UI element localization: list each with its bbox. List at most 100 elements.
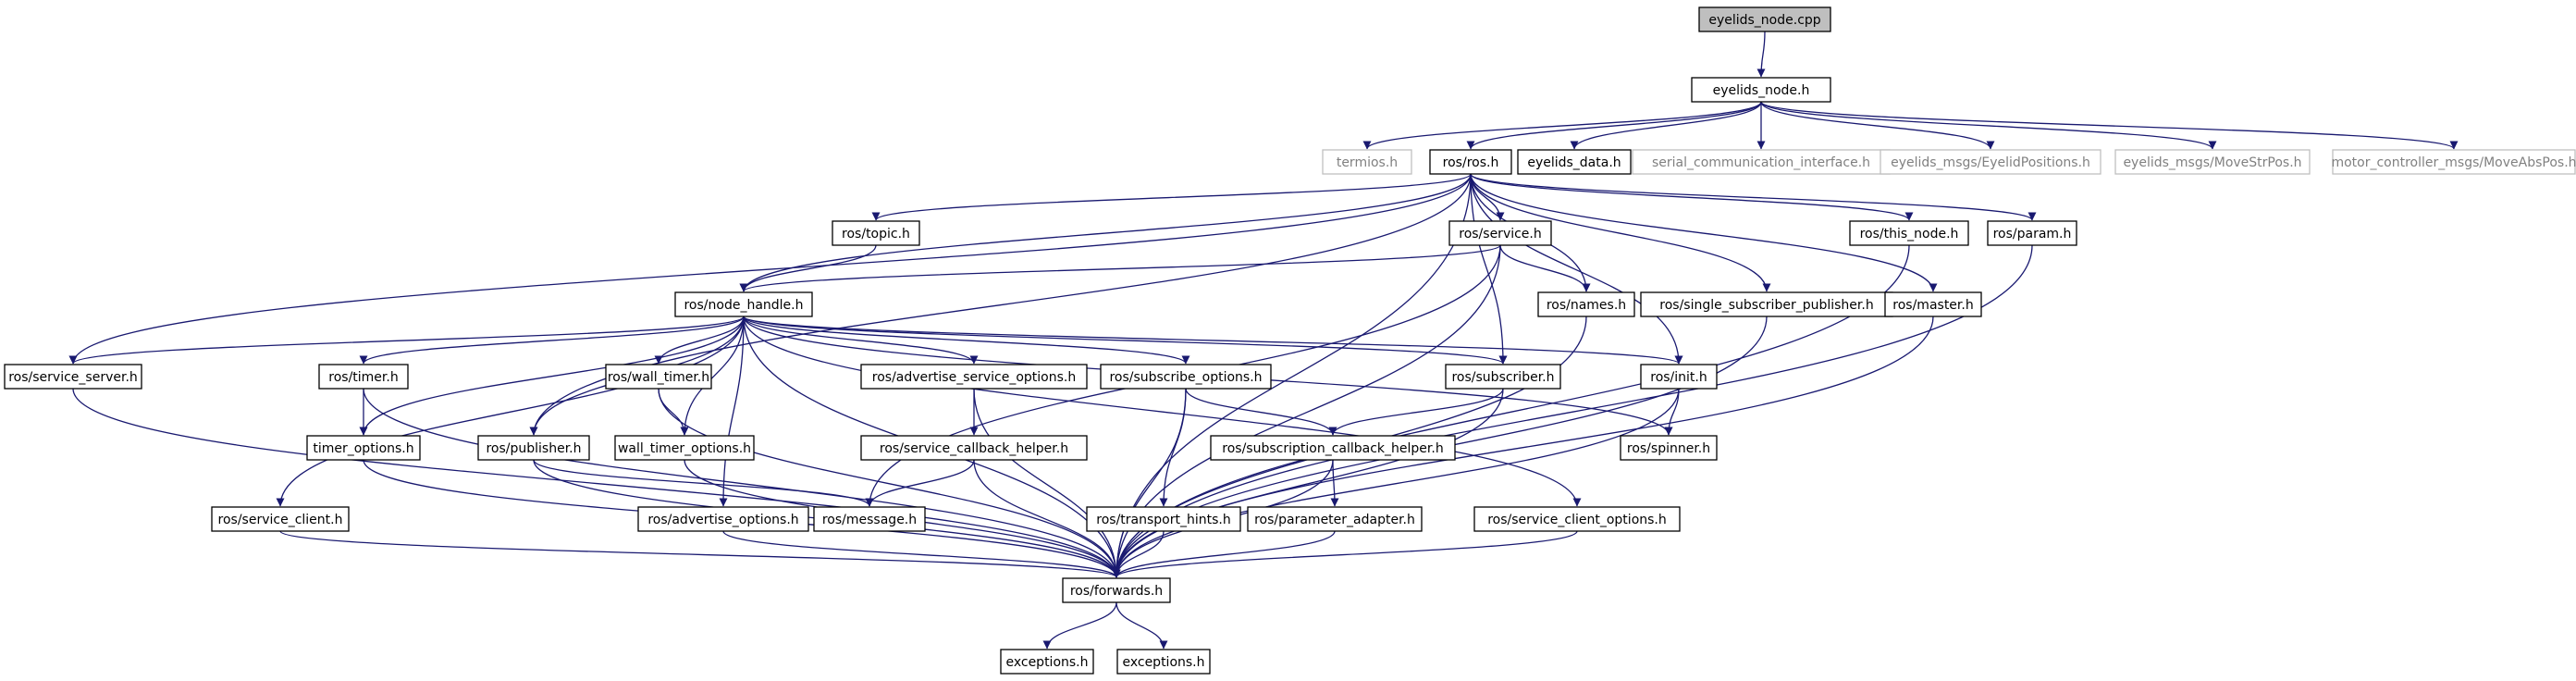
node-ros_adv_service_opts_h[interactable]: ros/advertise_service_options.h xyxy=(860,364,1088,390)
edge-eyelids_node_h-to-eyelids_data_h xyxy=(1570,101,1762,150)
node-box xyxy=(477,435,590,461)
edge-ros_subscriber_h-to-ros_forwards_h xyxy=(1112,388,1504,578)
node-label: ros/topic.h xyxy=(842,227,910,241)
node-ros_spinner_h[interactable]: ros/spinner.h xyxy=(1620,435,1718,461)
node-box xyxy=(1448,220,1552,246)
node-label: ros/advertise_options.h xyxy=(647,513,798,527)
edge-ros_service_client_h-to-ros_forwards_h xyxy=(279,530,1121,578)
node-move_abs_pos_h: motor_controller_msgs/MoveAbsPos.h xyxy=(2331,149,2576,175)
node-label: ros/service_client_options.h xyxy=(1487,513,1667,527)
node-box xyxy=(1086,506,1241,532)
node-label: wall_timer_options.h xyxy=(618,441,751,456)
node-eyelids_node_h[interactable]: eyelids_node.h xyxy=(1691,77,1831,103)
edge-eyelids_node_h-to-eyelid_positions_h xyxy=(1760,101,1995,150)
edge-ros_node_handle_h-to-ros_subscriber_h xyxy=(743,316,1508,365)
edge-ros_service_h-to-ros_node_handle_h xyxy=(739,244,1501,292)
node-ros_service_callback_helper_h[interactable]: ros/service_callback_helper.h xyxy=(860,435,1088,461)
node-box xyxy=(1880,149,2101,175)
edge-ros_node_handle_h-to-ros_service_server_h xyxy=(68,316,745,365)
edge-ros_advertise_opts_h-to-ros_forwards_h xyxy=(722,530,1121,578)
edge-ros_node_handle_h-to-ros_service_client_h xyxy=(276,316,745,507)
node-ros_service_h[interactable]: ros/service.h xyxy=(1448,220,1552,246)
node-label: ros/node_handle.h xyxy=(684,298,803,313)
node-termios_h: termios.h xyxy=(1322,149,1412,175)
node-ros_names_h[interactable]: ros/names.h xyxy=(1537,291,1635,317)
node-timer_options_h[interactable]: timer_options.h xyxy=(306,435,421,461)
node-exceptions_h_1[interactable]: exceptions.h xyxy=(1000,649,1094,675)
node-ros_transport_hints_h[interactable]: ros/transport_hints.h xyxy=(1086,506,1241,532)
node-label: ros/service_callback_helper.h xyxy=(880,441,1068,456)
node-ros_node_handle_h[interactable]: ros/node_handle.h xyxy=(674,291,813,317)
node-box xyxy=(1620,435,1718,461)
edge-ros_forwards_h-to-exceptions_h_1 xyxy=(1042,601,1117,650)
node-ros_service_client_h[interactable]: ros/service_client.h xyxy=(211,506,350,532)
node-label: eyelids_node.cpp xyxy=(1708,13,1820,28)
node-label: ros/advertise_service_options.h xyxy=(872,370,1076,385)
node-label: ros/wall_timer.h xyxy=(608,370,709,385)
node-eyelids_node_cpp[interactable]: eyelids_node.cpp xyxy=(1698,6,1831,32)
edge-ros_publisher_h-to-ros_message_h xyxy=(533,459,874,507)
edge-ros_ros_h-to-ros_service_server_h xyxy=(68,173,1472,365)
edge-ros_wall_timer_h-to-ros_forwards_h xyxy=(658,388,1121,578)
node-ros_forwards_h[interactable]: ros/forwards.h xyxy=(1062,577,1171,603)
node-ros_service_client_opts_h[interactable]: ros/service_client_options.h xyxy=(1473,506,1681,532)
node-label: serial_communication_interface.h xyxy=(1652,155,1870,170)
edge-ros_ros_h-to-ros_publisher_h xyxy=(529,173,1472,436)
node-label: eyelids_node.h xyxy=(1713,83,1810,98)
node-box xyxy=(1537,291,1635,317)
edge-ros_node_handle_h-to-ros_timer_h xyxy=(359,316,745,365)
node-ros_message_h[interactable]: ros/message.h xyxy=(813,506,926,532)
node-box xyxy=(1884,291,1982,317)
node-label: exceptions.h xyxy=(1005,655,1088,670)
node-ros_wall_timer_h[interactable]: ros/wall_timer.h xyxy=(605,364,712,390)
node-ros_init_h[interactable]: ros/init.h xyxy=(1640,364,1718,390)
edge-ros_subscriber_h-to-ros_subscription_callback_helper_h xyxy=(1328,388,1504,436)
node-ros_timer_h[interactable]: ros/timer.h xyxy=(318,364,409,390)
node-ros_single_sub_pub_h[interactable]: ros/single_subscriber_publisher.h xyxy=(1640,291,1893,317)
node-box xyxy=(1691,77,1831,103)
edge-eyelids_node_h-to-termios_h xyxy=(1362,101,1762,150)
edge-ros_forwards_h-to-exceptions_h_2 xyxy=(1115,601,1168,650)
node-ros_subscriber_h[interactable]: ros/subscriber.h xyxy=(1445,364,1561,390)
node-serial_comm_h: serial_communication_interface.h xyxy=(1632,149,1891,175)
node-eyelids_data_h[interactable]: eyelids_data.h xyxy=(1517,149,1632,175)
node-ros_service_server_h[interactable]: ros/service_server.h xyxy=(4,364,142,390)
node-ros_param_h[interactable]: ros/param.h xyxy=(1987,220,2077,246)
edge-ros_timer_h-to-ros_forwards_h xyxy=(363,388,1121,578)
edge-ros_node_handle_h-to-ros_init_h xyxy=(743,316,1683,365)
node-box xyxy=(1445,364,1561,390)
node-box xyxy=(637,506,809,532)
edge-eyelids_node_h-to-move_str_pos_h xyxy=(1760,101,2217,150)
edge-ros_service_callback_helper_h-to-ros_forwards_h xyxy=(973,459,1121,578)
node-label: ros/transport_hints.h xyxy=(1096,513,1230,527)
edge-eyelids_node_h-to-move_abs_pos_h xyxy=(1760,101,2459,150)
node-box xyxy=(1000,649,1094,675)
node-ros_master_h[interactable]: ros/master.h xyxy=(1884,291,1982,317)
node-ros_ros_h[interactable]: ros/ros.h xyxy=(1429,149,1512,175)
node-box xyxy=(1698,6,1831,32)
node-box xyxy=(813,506,926,532)
node-box xyxy=(1640,364,1718,390)
node-exceptions_h_2[interactable]: exceptions.h xyxy=(1116,649,1211,675)
node-box xyxy=(1429,149,1512,175)
node-ros_publisher_h[interactable]: ros/publisher.h xyxy=(477,435,590,461)
node-wall_timer_options_h[interactable]: wall_timer_options.h xyxy=(614,435,755,461)
node-ros_this_node_h[interactable]: ros/this_node.h xyxy=(1849,220,1969,246)
edge-ros_node_handle_h-to-ros_service_client_opts_h xyxy=(743,316,1582,507)
node-ros_topic_h[interactable]: ros/topic.h xyxy=(832,220,920,246)
node-ros_parameter_adapter_h[interactable]: ros/parameter_adapter.h xyxy=(1247,506,1423,532)
edge-ros_ros_h-to-ros_param_h xyxy=(1470,173,2037,221)
node-ros_subscribe_opts_h[interactable]: ros/subscribe_options.h xyxy=(1100,364,1272,390)
edge-ros_subscribe_opts_h-to-ros_subscription_callback_helper_h xyxy=(1185,388,1337,436)
edge-ros_node_handle_h-to-ros_subscribe_opts_h xyxy=(743,316,1190,365)
edge-ros_service_server_h-to-ros_forwards_h xyxy=(72,388,1121,578)
node-box xyxy=(2114,149,2311,175)
node-ros_advertise_opts_h[interactable]: ros/advertise_options.h xyxy=(637,506,809,532)
edge-layer xyxy=(68,31,2459,650)
node-label: termios.h xyxy=(1337,155,1398,170)
node-label: ros/master.h xyxy=(1892,298,1973,313)
node-ros_subscription_callback_helper_h[interactable]: ros/subscription_callback_helper.h xyxy=(1210,435,1456,461)
edge-ros_service_callback_helper_h-to-ros_message_h xyxy=(865,459,975,507)
edge-eyelids_node_cpp-to-eyelids_node_h xyxy=(1756,31,1766,78)
